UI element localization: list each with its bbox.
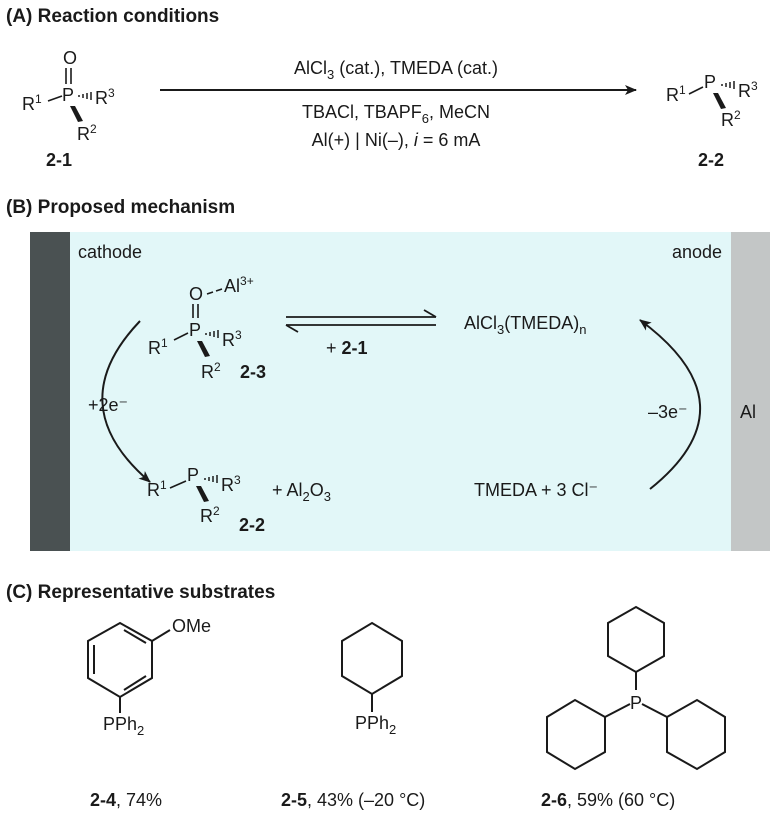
sup: 3	[108, 86, 115, 100]
r1: R	[666, 85, 679, 105]
sup: 2	[90, 122, 97, 136]
atom-p: P	[187, 465, 199, 485]
r1: R	[147, 480, 160, 500]
sup: 2	[214, 360, 221, 374]
substrate-2-6-caption: 2-6, 59% (60 °C)	[541, 790, 675, 810]
atom-o: O	[189, 284, 203, 304]
substrate-2-4-structure	[87, 621, 171, 713]
cathode-label: cathode	[78, 242, 142, 262]
condition-above: AlCl3 (cat.), TMEDA (cat.)	[294, 58, 498, 82]
atom-o: O	[63, 48, 77, 68]
anode-oxidation-arrow	[639, 319, 701, 490]
svg-text:Al3+: Al3+	[224, 274, 254, 296]
hash-wedge	[78, 92, 92, 100]
svg-text:R3: R3	[221, 473, 241, 495]
intermediate-2-3: O Al3+ P R1 R3 R2 2-3	[148, 274, 266, 382]
svg-text:R1: R1	[147, 478, 167, 500]
pph2-group-2: PPh2	[355, 713, 396, 737]
r2: R	[77, 124, 90, 144]
substrate-2-4-caption: 2-4, 74%	[90, 790, 162, 810]
atom-p: P	[189, 320, 201, 340]
anode-electrode	[731, 232, 770, 551]
sup: 1	[35, 92, 42, 106]
r3: R	[95, 88, 108, 108]
alcl3-tmeda-complex: AlCl3(TMEDA)n	[464, 313, 586, 337]
equilibrium-arrows	[285, 309, 437, 333]
section-a-title: (A) Reaction conditions	[6, 6, 219, 27]
mechanism-product-label: 2-2	[239, 515, 265, 535]
atom-p: P	[62, 85, 74, 105]
svg-text:R2: R2	[200, 504, 220, 526]
anode-label: anode	[672, 242, 722, 262]
svg-text:R3: R3	[222, 328, 242, 350]
byproduct-al2o3: + Al2O3	[272, 480, 331, 504]
condition-below-1: TBACl, TBAPF6, MeCN	[302, 102, 490, 126]
condition-below-2: Al(+) | Ni(–), i = 6 mA	[312, 130, 481, 150]
bold-wedge	[70, 106, 83, 122]
svg-text:R1: R1	[148, 336, 168, 358]
sup: 3	[234, 473, 241, 487]
reactant-label: 2-1	[46, 150, 72, 170]
cathode-reduction-arrow	[101, 320, 151, 483]
sup: 1	[160, 478, 167, 492]
r2: R	[721, 110, 734, 130]
ome-group: OMe	[172, 616, 211, 636]
al-charge: 3+	[240, 274, 254, 288]
r3: R	[222, 330, 235, 350]
sup: 3	[235, 328, 242, 342]
intermediate-label: 2-3	[240, 362, 266, 382]
r1: R	[148, 338, 161, 358]
atom-p: P	[704, 72, 716, 92]
sup: 2	[213, 504, 220, 518]
sup: 1	[161, 336, 168, 350]
r2: R	[201, 362, 214, 382]
r3: R	[738, 81, 751, 101]
electrons-in: +2e⁻	[88, 395, 128, 415]
substrate-2-6-structure	[546, 605, 726, 771]
section-b-title: (B) Proposed mechanism	[6, 197, 235, 218]
equilibrium-label: + 2-1	[326, 338, 368, 358]
svg-text:R3: R3	[95, 86, 115, 108]
r2: R	[200, 506, 213, 526]
section-c-title: (C) Representative substrates	[6, 582, 275, 603]
svg-text:R1: R1	[22, 92, 42, 114]
sup: 1	[679, 83, 686, 97]
regenerated-tmeda-chloride: TMEDA + 3 Cl⁻	[474, 480, 598, 500]
r1: R	[22, 94, 35, 114]
svg-text:R3: R3	[738, 79, 758, 101]
substrate-2-5-structure	[341, 621, 403, 712]
cathode-electrode	[30, 232, 70, 551]
r3: R	[221, 475, 234, 495]
electrons-out: –3e⁻	[648, 402, 688, 422]
mechanism-panel	[30, 232, 770, 551]
product-label: 2-2	[698, 150, 724, 170]
mechanism-product-2-2: R1 P R3 R2 2-2	[147, 465, 265, 535]
svg-text:R2: R2	[77, 122, 97, 144]
svg-text:R2: R2	[721, 108, 741, 130]
al-ion: Al	[224, 276, 240, 296]
product-2-2: R1 P R3 R2 2-2	[666, 72, 758, 170]
pph2-group-1: PPh2	[103, 714, 144, 738]
svg-text:R2: R2	[201, 360, 221, 382]
svg-text:R1: R1	[666, 83, 686, 105]
anode-metal: Al	[740, 402, 756, 422]
sup: 3	[751, 79, 758, 93]
reactant-2-1: O P R1 R3 R2 2-1	[22, 48, 115, 170]
substrate-2-5-caption: 2-5, 43% (–20 °C)	[281, 790, 425, 810]
sup: 2	[734, 108, 741, 122]
p-atom-center: P	[630, 693, 642, 713]
